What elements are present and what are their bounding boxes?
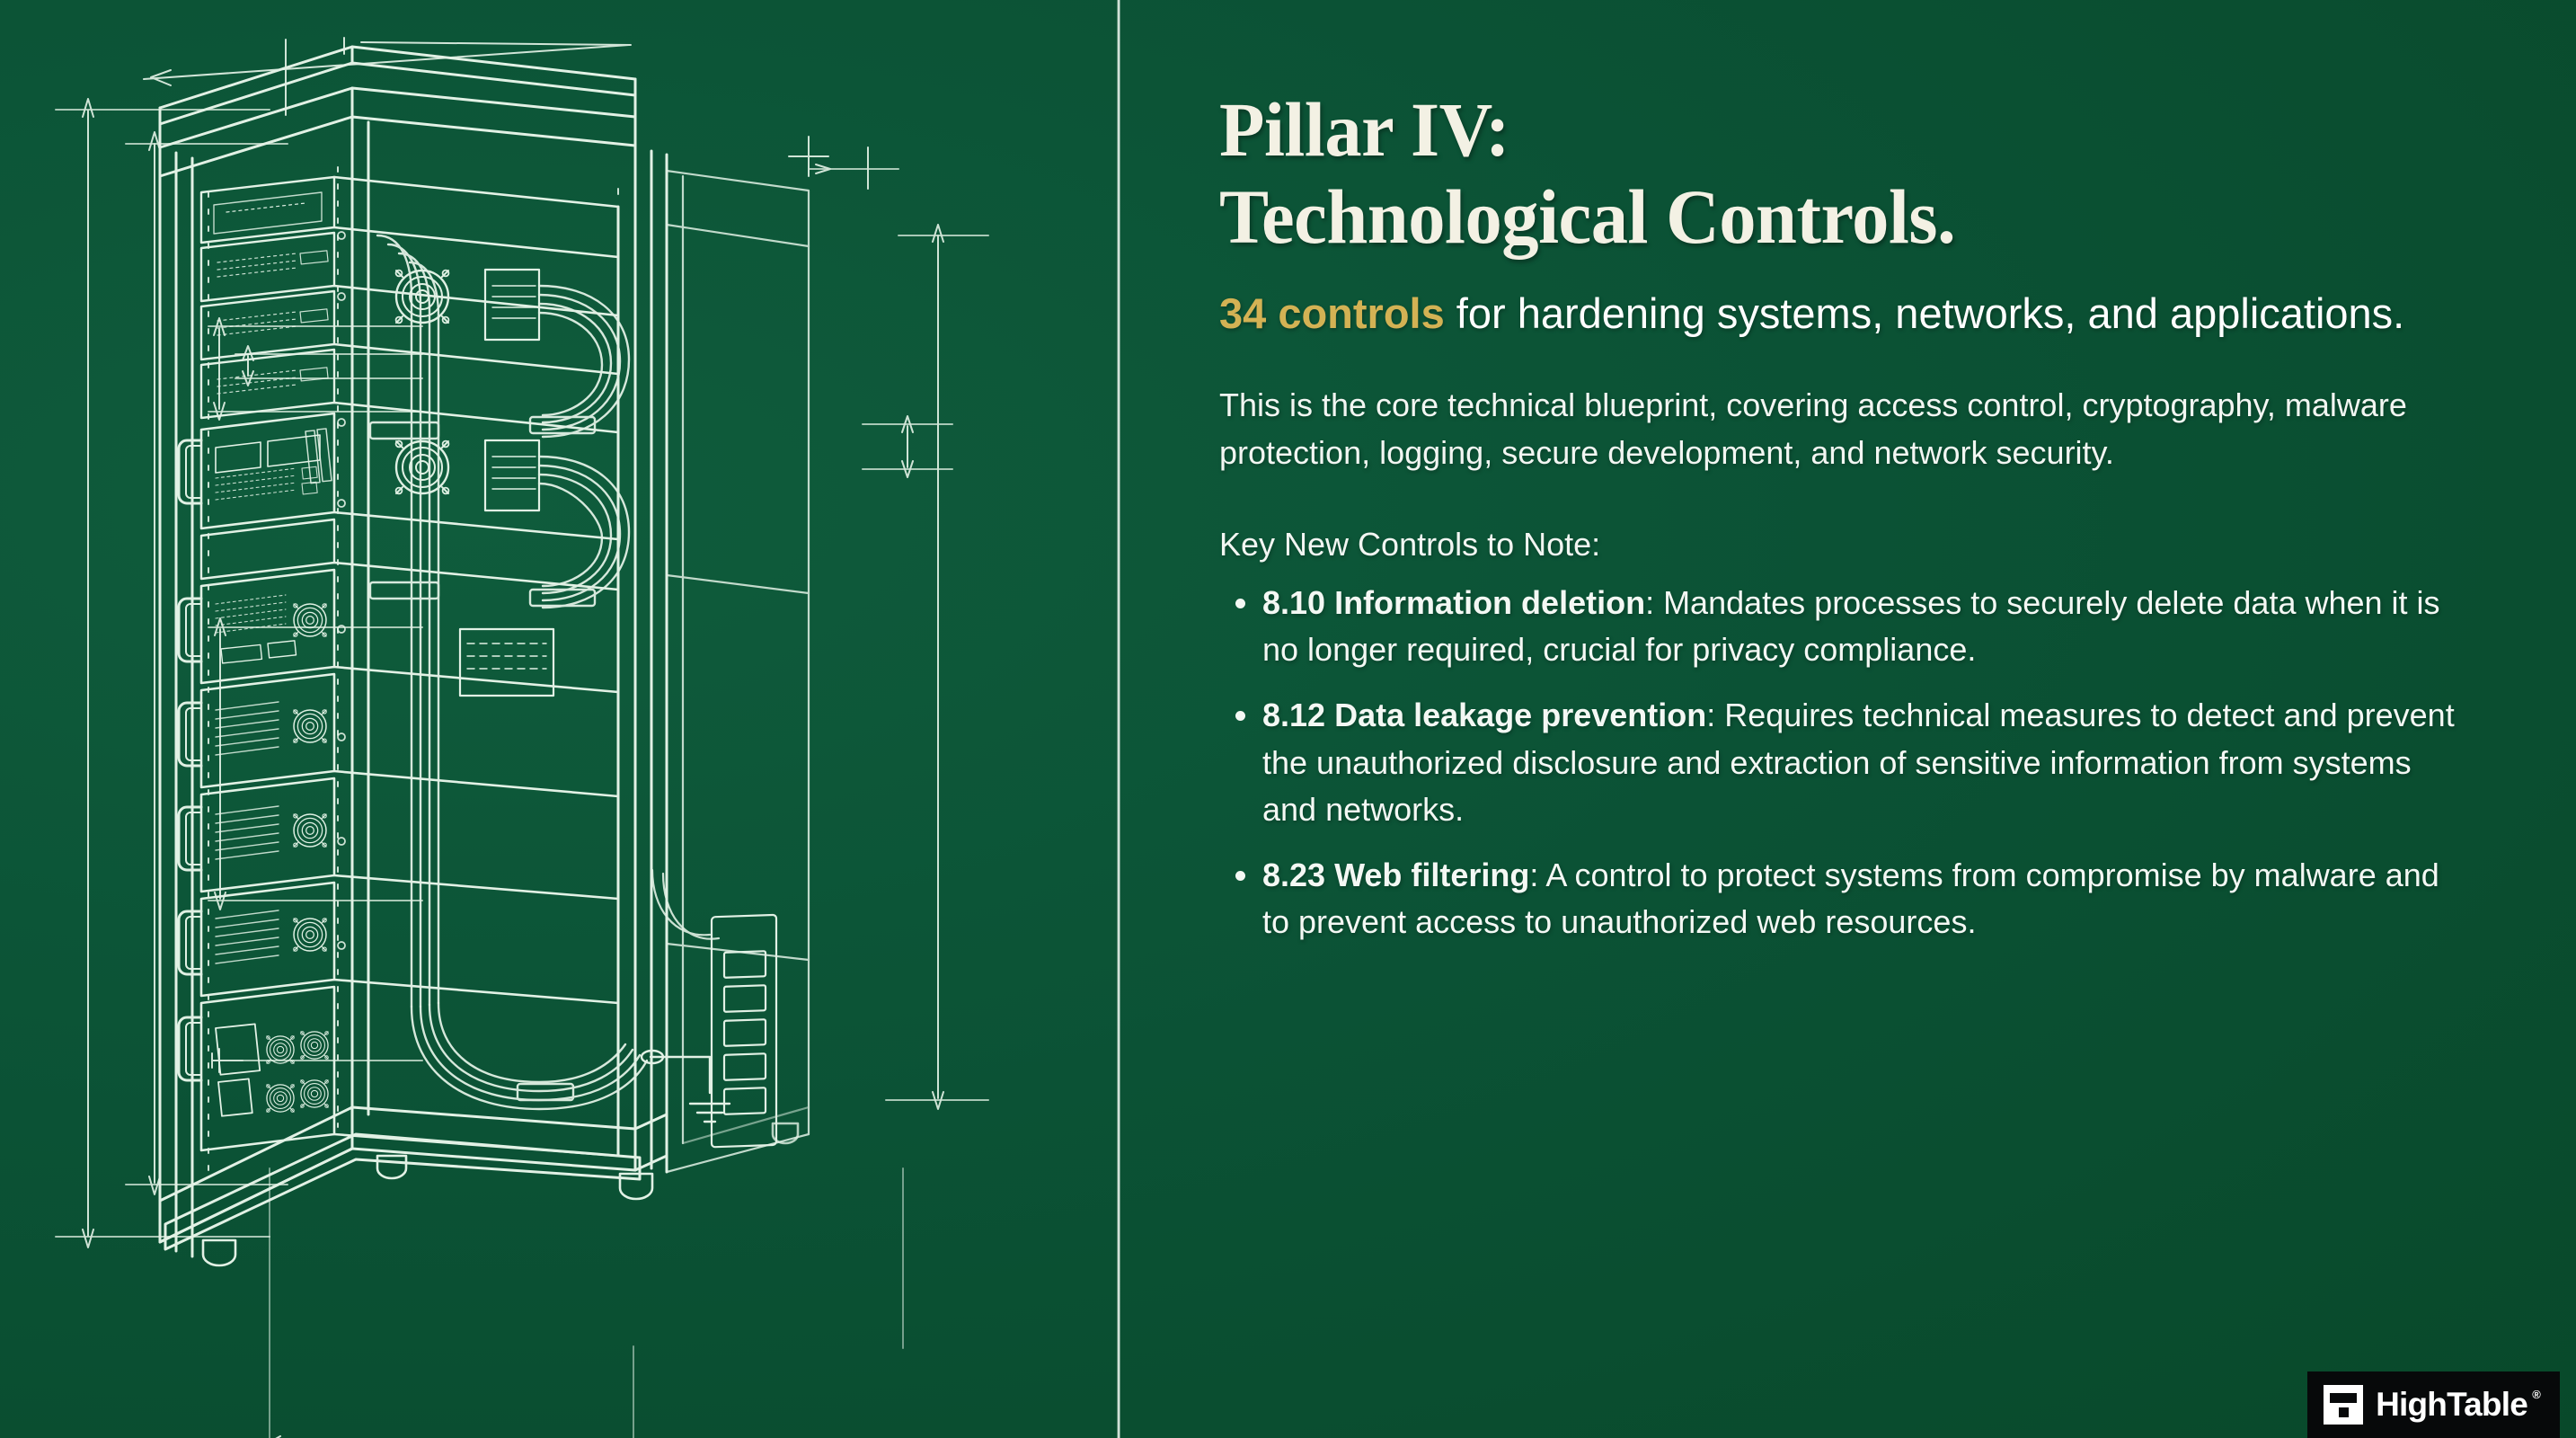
hightable-logo-badge: HighTable ®: [2307, 1371, 2560, 1438]
key-controls-list: 8.10 Information deletion: Mandates proc…: [1219, 580, 2468, 946]
logo-name: HighTable: [2376, 1386, 2528, 1423]
title-line-1: Pillar IV:: [1219, 86, 1510, 173]
list-item: 8.12 Data leakage prevention: Requires t…: [1219, 692, 2468, 834]
subtitle-rest: for hardening systems, networks, and app…: [1444, 289, 2405, 338]
table-top-bar: [2330, 1393, 2358, 1403]
illustration-panel: [0, 0, 1118, 1438]
control-description: : A control to protect systems from comp…: [1262, 856, 2439, 941]
logo-wordmark: HighTable ®: [2376, 1386, 2541, 1424]
controls-count: 34 controls: [1219, 289, 1445, 338]
control-description: : Requires technical measures to detect …: [1262, 697, 2455, 829]
key-controls-label: Key New Controls to Note:: [1219, 525, 1601, 563]
hightable-table-icon: [2324, 1385, 2364, 1425]
vertical-divider: [1117, 0, 1120, 1438]
content-panel: Pillar IV: Technological Controls. 34 co…: [1120, 0, 2576, 1438]
subtitle: 34 controls for hardening systems, netwo…: [1219, 286, 2414, 341]
list-item: 8.23 Web filtering: A control to protect…: [1219, 852, 2468, 946]
list-item: 8.10 Information deletion: Mandates proc…: [1219, 580, 2468, 674]
control-term: 8.10 Information deletion: [1262, 583, 1646, 621]
body-paragraph: This is the core technical blueprint, co…: [1219, 386, 2407, 471]
title-line-2: Technological Controls.: [1219, 173, 1956, 261]
control-term: 8.12 Data leakage prevention: [1262, 697, 1707, 734]
server-rack-blueprint-icon: [55, 37, 989, 1438]
control-description: : Mandates processes to securely delete …: [1262, 583, 2440, 669]
table-leg: [2339, 1407, 2350, 1417]
registered-trademark: ®: [2532, 1388, 2541, 1401]
page-title: Pillar IV: Technological Controls.: [1219, 86, 2418, 261]
control-term: 8.23 Web filtering: [1262, 856, 1530, 893]
